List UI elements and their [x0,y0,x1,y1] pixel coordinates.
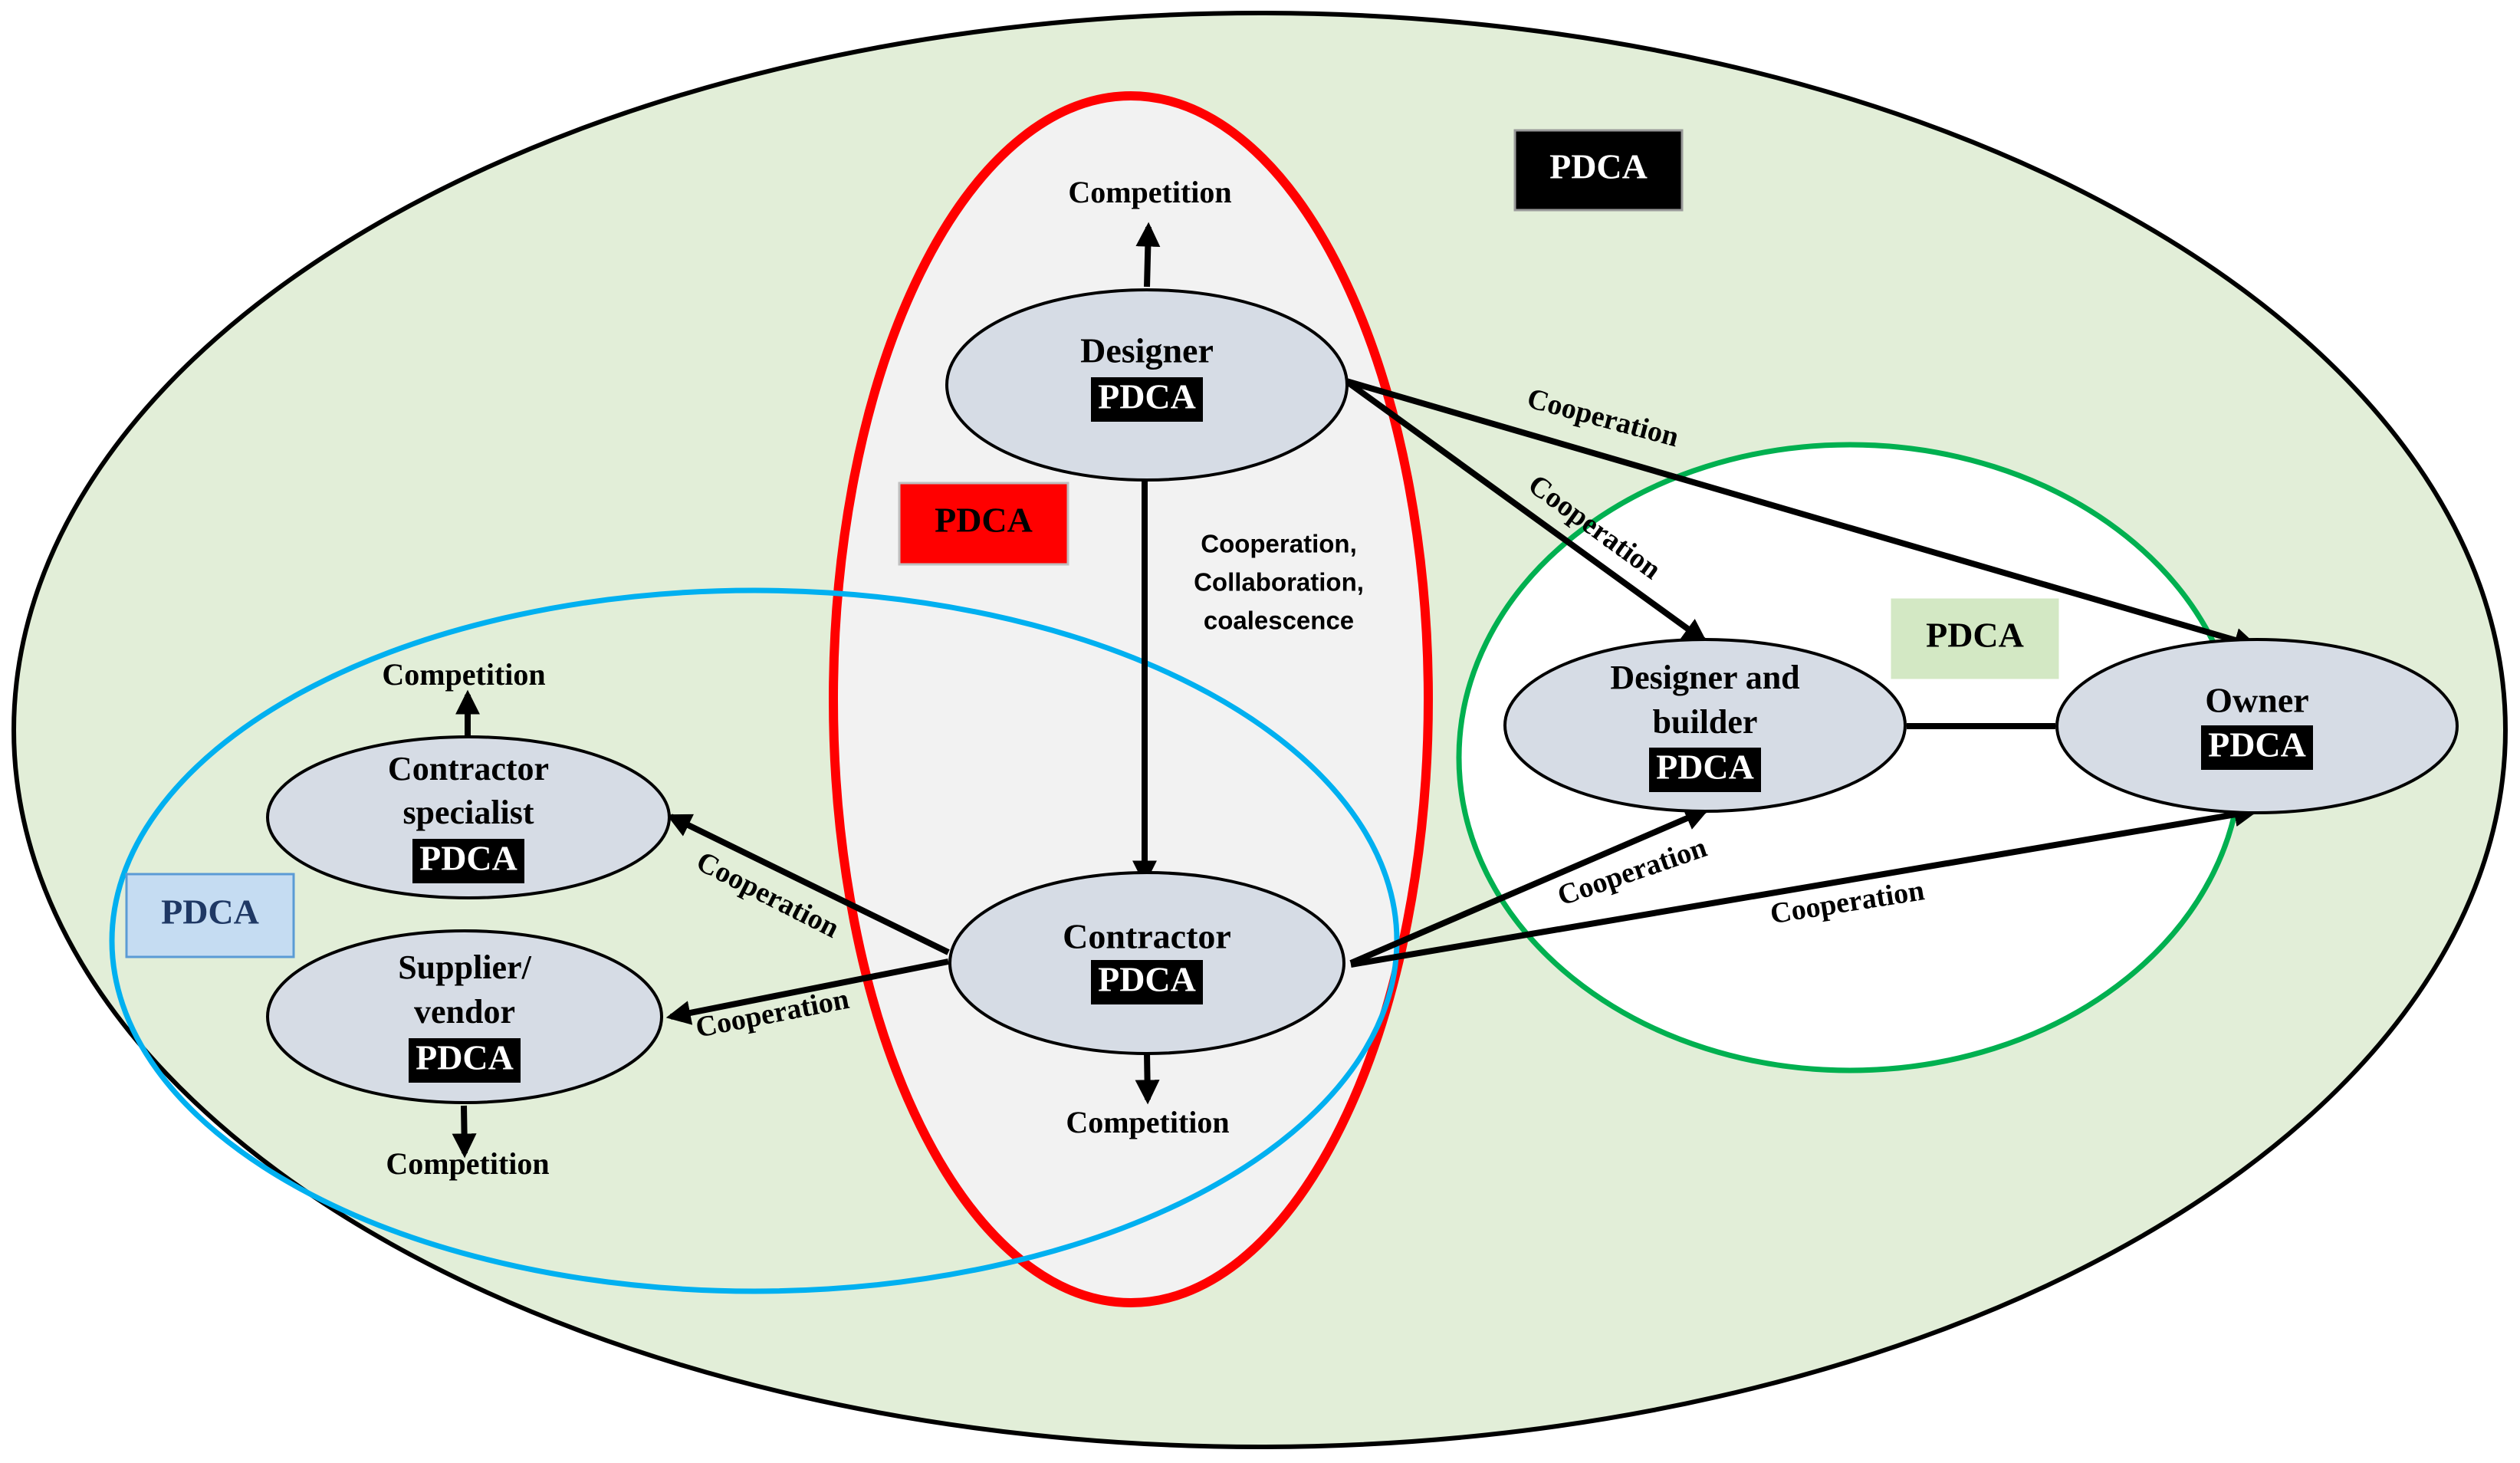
svg-text:specialist: specialist [402,794,534,831]
node-supplier-vendor: Supplier/ vendor PDCA [266,929,663,1104]
arrow-contractor-specialist [666,814,950,955]
arrow-supplier-competition [452,1105,477,1159]
svg-text:Contractor: Contractor [388,750,549,787]
svg-text:PDCA: PDCA [1098,960,1196,999]
label-designer-contractor-line3: coalescence [1204,607,1354,635]
svg-text:Designer and: Designer and [1610,659,1799,696]
node-contractor-specialist: Contractor specialist PDCA [266,735,671,899]
svg-text:PDCA: PDCA [1656,748,1754,787]
svg-text:PDCA: PDCA [419,839,517,878]
label-competition-specialist: Competition [382,657,545,692]
overall-pdca-badge: PDCA [1513,129,1684,212]
arrow-contractor-competition [1135,1051,1160,1105]
svg-text:Designer: Designer [1080,331,1214,370]
svg-text:Contractor: Contractor [1063,917,1231,956]
arrow-designer-competition [1135,222,1161,288]
svg-text:PDCA: PDCA [935,501,1033,540]
node-contractor: Contractor PDCA [948,871,1345,1055]
designer-contractor-pdca-badge: PDCA [898,482,1069,566]
svg-text:Owner: Owner [2205,681,2308,720]
label-designer-contractor-line2: Collaboration, [1194,568,1364,597]
svg-text:PDCA: PDCA [1098,377,1196,416]
arrow-contractor-owner [1350,802,2259,968]
svg-text:builder: builder [1653,703,1758,741]
node-owner: Owner PDCA [2055,638,2459,814]
svg-text:PDCA: PDCA [416,1038,514,1077]
label-competition-contractor: Competition [1066,1105,1229,1139]
arrow-contractor-builder [1349,807,1710,966]
svg-text:PDCA: PDCA [161,893,259,932]
svg-text:Supplier/: Supplier/ [398,948,531,986]
arrow-designer-owner [1345,378,2259,653]
svg-text:PDCA: PDCA [1549,147,1648,186]
label-competition-supplier: Competition [386,1146,549,1181]
subcontract-pdca-badge: PDCA [125,873,295,958]
label-designer-contractor-line1: Cooperation, [1201,530,1357,558]
node-designer-and-builder: Designer and builder PDCA [1503,638,1907,813]
label-competition-designer: Competition [1068,175,1231,209]
svg-text:PDCA: PDCA [1926,616,2024,655]
svg-text:PDCA: PDCA [2208,725,2306,764]
arrow-designer-builder [1347,380,1708,643]
arrow-contractor-supplier [665,958,949,1025]
node-designer: Designer PDCA [945,288,1349,482]
svg-text:vendor: vendor [414,993,515,1031]
design-build-pdca-badge: PDCA [1891,598,2059,679]
